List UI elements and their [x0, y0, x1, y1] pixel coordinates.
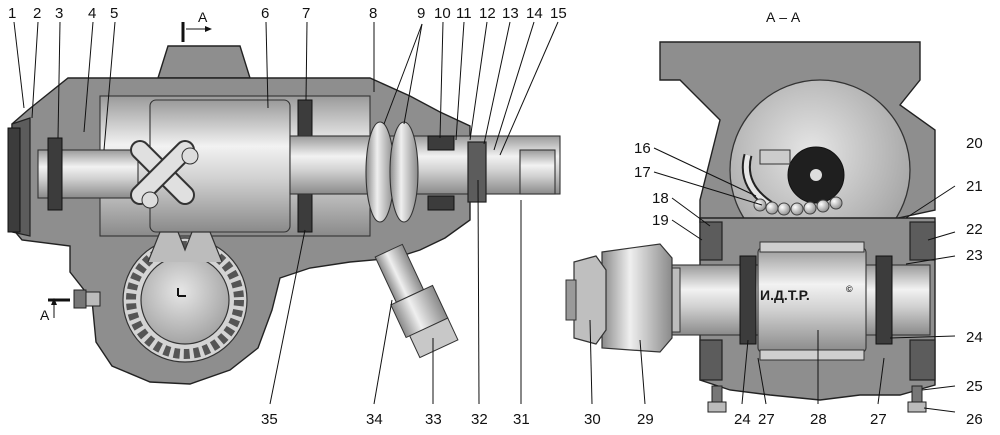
callout-17: 17 — [634, 164, 651, 181]
longitudinal-section-view: А А — [7, 9, 561, 385]
section-mark-top: А — [181, 9, 212, 42]
callout-24-right: 24 — [966, 329, 983, 346]
ball-return-tube — [130, 140, 199, 209]
callout-35: 35 — [261, 411, 278, 428]
watermark-copyright: © — [846, 284, 853, 294]
needle-bearing-left — [739, 255, 757, 345]
needle-bearing-right — [875, 255, 893, 345]
callout-11: 11 — [456, 5, 472, 22]
callout-25: 25 — [966, 378, 983, 395]
pitman-arm-hub — [601, 243, 673, 353]
section-title: А – А — [766, 9, 801, 25]
watermark-text: И.Д.Т.Р. — [760, 287, 810, 303]
left-cover-top — [699, 221, 723, 261]
callout-32: 32 — [471, 411, 488, 428]
sector-shaft — [140, 255, 230, 345]
callout-4: 4 — [88, 5, 96, 22]
section-mark-bottom: А — [40, 298, 70, 323]
bearing-lower — [427, 195, 455, 211]
housing-top-boss — [157, 45, 251, 79]
callout-10: 10 — [434, 5, 451, 22]
shaft-square — [177, 288, 186, 297]
callout-33: 33 — [425, 411, 442, 428]
needle-bearing — [126, 241, 244, 359]
section-bolt — [73, 289, 101, 309]
shaft-spline — [519, 149, 556, 195]
callout-15: 15 — [550, 5, 567, 22]
right-cover-bottom — [909, 339, 936, 381]
callout-3: 3 — [55, 5, 63, 22]
shaft-nut — [573, 255, 607, 345]
sector-top-edge — [759, 241, 865, 253]
cover-bolt-right — [907, 385, 927, 413]
guide-screw — [759, 149, 791, 165]
callout-22: 22 — [966, 221, 983, 238]
left-cover-bottom — [699, 339, 723, 381]
callout-27-left: 27 — [758, 411, 775, 428]
callout-14: 14 — [526, 5, 543, 22]
section-letter-bottom: А — [40, 307, 50, 323]
callout-23: 23 — [966, 247, 983, 264]
callout-12: 12 — [479, 5, 496, 22]
section-a-a-view: И.Д.Т.Р. © А – А — [565, 9, 936, 413]
end-bearing — [47, 137, 63, 211]
callout-30: 30 — [584, 411, 601, 428]
callout-18: 18 — [652, 190, 669, 207]
callout-24-bottom: 24 — [734, 411, 751, 428]
callout-5: 5 — [110, 5, 118, 22]
sector-bottom-edge — [759, 349, 865, 361]
callout-31: 31 — [513, 411, 530, 428]
callout-1: 1 — [8, 5, 16, 22]
callout-26: 26 — [966, 411, 983, 428]
callout-8: 8 — [369, 5, 377, 22]
callout-21: 21 — [966, 178, 983, 195]
callout-16: 16 — [634, 140, 651, 157]
callout-28: 28 — [810, 411, 827, 428]
input-shaft — [289, 135, 561, 195]
leader-lines — [13, 21, 956, 413]
callout-20: 20 — [966, 135, 983, 152]
cover-bolt-left — [707, 385, 727, 413]
callout-29: 29 — [637, 411, 654, 428]
callout-9: 9 — [417, 5, 425, 22]
valve-fitting — [374, 243, 459, 359]
callouts: 1 2 3 4 5 6 7 8 9 10 11 12 13 14 15 35 3… — [8, 5, 983, 428]
sector-teeth — [147, 231, 223, 263]
callout-7: 7 — [302, 5, 310, 22]
right-cover-top — [909, 221, 936, 261]
shaft-thread-end — [565, 279, 577, 321]
callout-27-right: 27 — [870, 411, 887, 428]
callout-19: 19 — [652, 212, 669, 229]
bearing-upper — [427, 135, 455, 151]
valve-ring-2 — [389, 121, 419, 223]
section-letter-top: А — [198, 9, 208, 25]
ball-chain — [753, 196, 843, 216]
seal-housing — [467, 141, 487, 203]
cover-ring — [7, 127, 21, 233]
callout-34: 34 — [366, 411, 383, 428]
callout-2: 2 — [33, 5, 41, 22]
callout-6: 6 — [261, 5, 269, 22]
callout-13: 13 — [502, 5, 519, 22]
worm-center — [810, 169, 822, 181]
